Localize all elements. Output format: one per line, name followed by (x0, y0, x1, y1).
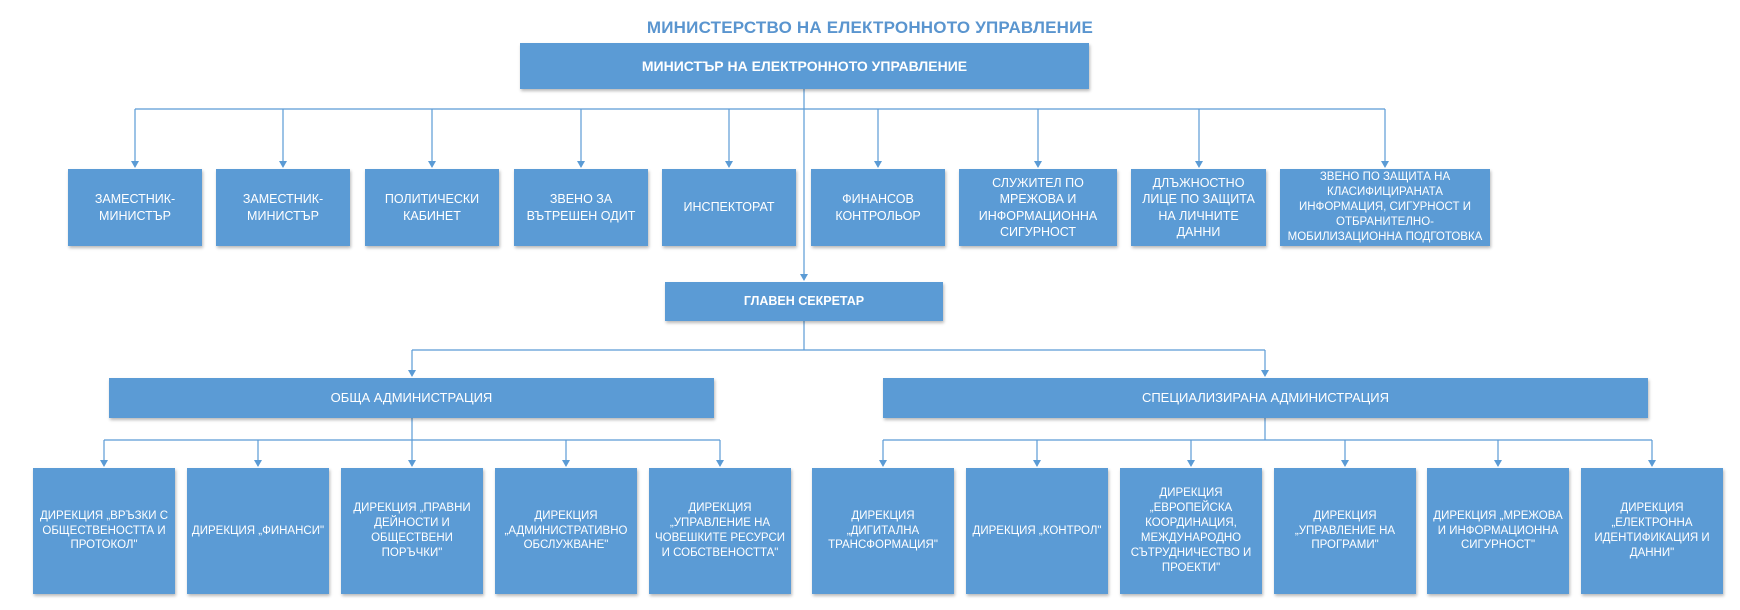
chief-secretary-box: ГЛАВЕН СЕКРЕТАР (665, 282, 943, 321)
digital-transformation-directorate-box: ДИРЕКЦИЯ „ДИГИТАЛНА ТРАНСФОРМАЦИЯ" (812, 468, 954, 594)
general-administration-box: ОБЩА АДМИНИСТРАЦИЯ (109, 378, 714, 418)
data-protection-officer-box: ДЛЪЖНОСТНО ЛИЦЕ ПО ЗАЩИТА НА ЛИЧНИТЕ ДАН… (1131, 169, 1266, 246)
control-directorate-box: ДИРЕКЦИЯ „КОНТРОЛ" (966, 468, 1108, 594)
legal-procurement-directorate-box: ДИРЕКЦИЯ „ПРАВНИ ДЕЙНОСТИ И ОБЩЕСТВЕНИ П… (341, 468, 483, 594)
minister-box: МИНИСТЪР НА ЕЛЕКТРОННОТО УПРАВЛЕНИЕ (520, 43, 1089, 89)
network-security-officer-box: СЛУЖИТЕЛ ПО МРЕЖОВА И ИНФОРМАЦИОННА СИГУ… (959, 169, 1117, 246)
deputy-minister-1-box: ЗАМЕСТНИК-МИНИСТЪР (68, 169, 202, 246)
specialized-administration-box: СПЕЦИАЛИЗИРАНА АДМИНИСТРАЦИЯ (883, 378, 1648, 418)
internal-audit-box: ЗВЕНО ЗА ВЪТРЕШЕН ОДИТ (514, 169, 648, 246)
chart-title: МИНИСТЕРСТВО НА ЕЛЕКТРОННОТО УПРАВЛЕНИЕ (646, 18, 1094, 37)
european-coordination-directorate-box: ДИРЕКЦИЯ „ЕВРОПЕЙСКА КООРДИНАЦИЯ, МЕЖДУН… (1120, 468, 1262, 594)
program-management-directorate-box: ДИРЕКЦИЯ „УПРАВЛЕНИЕ НА ПРОГРАМИ" (1274, 468, 1416, 594)
finance-directorate-box: ДИРЕКЦИЯ „ФИНАНСИ" (187, 468, 329, 594)
administrative-services-directorate-box: ДИРЕКЦИЯ „АДМИНИСТРАТИВНО ОБСЛУЖВАНЕ" (495, 468, 637, 594)
hr-property-directorate-box: ДИРЕКЦИЯ „УПРАВЛЕНИЕ НА ЧОВЕШКИТЕ РЕСУРС… (649, 468, 791, 594)
network-info-security-directorate-box: ДИРЕКЦИЯ „МРЕЖОВА И ИНФОРМАЦИОННА СИГУРН… (1427, 468, 1569, 594)
classified-info-unit-box: ЗВЕНО ПО ЗАЩИТА НА КЛАСИФИЦИРАНАТА ИНФОР… (1280, 169, 1490, 246)
electronic-identification-directorate-box: ДИРЕКЦИЯ „ЕЛЕКТРОННА ИДЕНТИФИКАЦИЯ И ДАН… (1581, 468, 1723, 594)
inspectorate-box: ИНСПЕКТОРАТ (662, 169, 796, 246)
financial-controller-box: ФИНАНСОВ КОНТРОЛЬОР (811, 169, 945, 246)
political-cabinet-box: ПОЛИТИЧЕСКИ КАБИНЕТ (365, 169, 499, 246)
pr-protocol-directorate-box: ДИРЕКЦИЯ „ВРЪЗКИ С ОБЩЕСТВЕНОСТТА И ПРОТ… (33, 468, 175, 594)
deputy-minister-2-box: ЗАМЕСТНИК-МИНИСТЪР (216, 169, 350, 246)
